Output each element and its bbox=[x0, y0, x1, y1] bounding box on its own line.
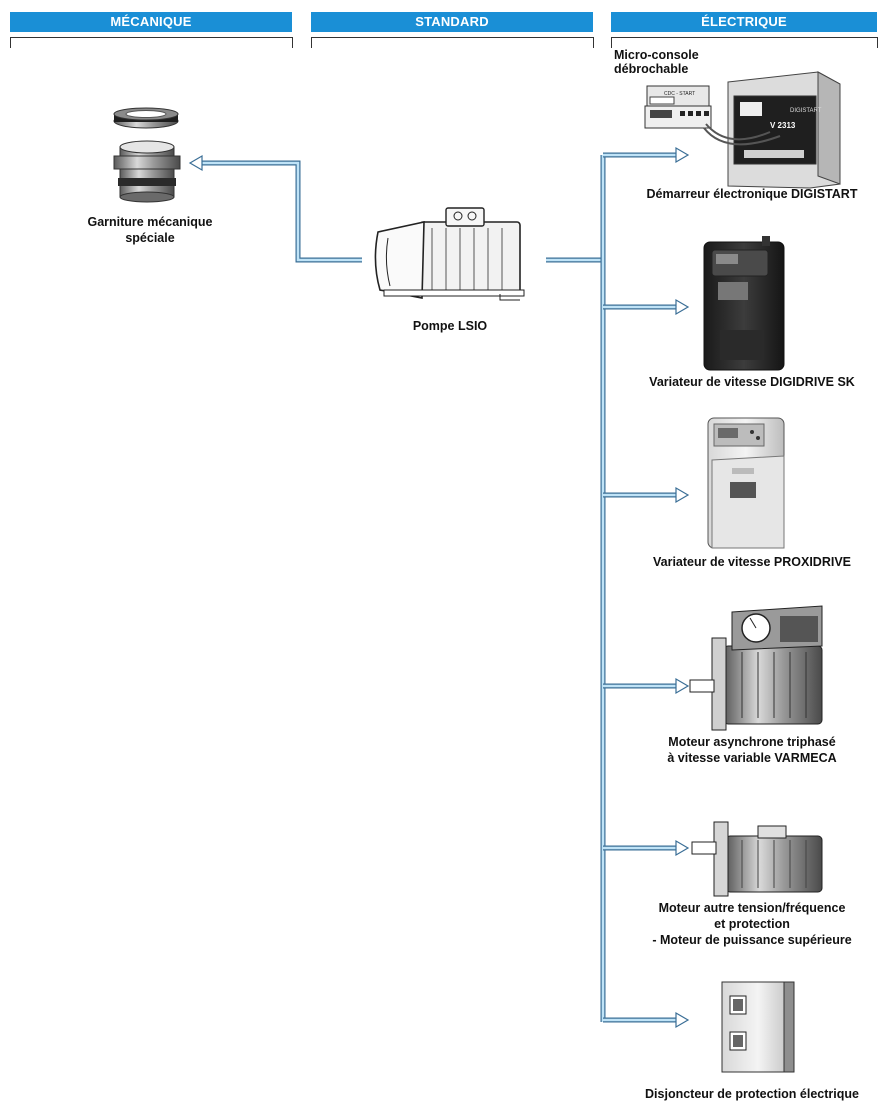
digidrive-label-line1: Variateur de vitesse DIGIDRIVE SK bbox=[649, 375, 855, 389]
console-label-line2: débrochable bbox=[614, 62, 689, 76]
digistart-brand-text: DIGISTART bbox=[790, 108, 822, 114]
connector-lines bbox=[188, 146, 690, 1029]
disjoncteur-label-line1: Disjoncteur de protection électrique bbox=[645, 1087, 859, 1101]
digidrive-label: Variateur de vitesse DIGIDRIVE SK bbox=[620, 374, 884, 390]
branch-proxidrive bbox=[603, 486, 690, 504]
mechanical-seal-image bbox=[113, 107, 181, 203]
console-label-line1: Micro-console bbox=[614, 48, 699, 62]
digidrive-image bbox=[703, 236, 785, 371]
digistart-image: DIGISTART V 2313 CDC - START bbox=[644, 71, 841, 189]
seal-label: Garniture mécanique spéciale bbox=[60, 214, 240, 246]
varmeca-image bbox=[689, 605, 823, 731]
header-mecanique: MÉCANIQUE bbox=[10, 12, 292, 32]
console-label: Micro-console débrochable bbox=[614, 48, 724, 76]
varmeca-label-line2: à vitesse variable VARMECA bbox=[667, 751, 837, 765]
seal-label-line2: spéciale bbox=[125, 231, 175, 245]
pump-label: Pompe LSIO bbox=[412, 319, 488, 333]
breaker-image bbox=[721, 981, 795, 1073]
moteur-label-line1: Moteur autre tension/fréquence bbox=[658, 901, 846, 915]
arrow-to-seal bbox=[188, 154, 203, 172]
disjoncteur-label: Disjoncteur de protection électrique bbox=[620, 1086, 884, 1102]
moteur-label-line3: - Moteur de puissance supérieure bbox=[652, 933, 852, 947]
digistart-label: Démarreur électronique DIGISTART bbox=[620, 186, 884, 202]
seal-label-line1: Garniture mécanique bbox=[87, 215, 213, 229]
bracket-electrique bbox=[611, 37, 878, 48]
bracket-mecanique bbox=[10, 37, 293, 48]
proxidrive-image bbox=[707, 417, 785, 549]
moteur-label-line2: et protection bbox=[714, 917, 790, 931]
digistart-model-text: V 2313 bbox=[770, 121, 796, 130]
pump-image bbox=[374, 207, 525, 301]
varmeca-label: Moteur asynchrone triphasé à vitesse var… bbox=[620, 734, 884, 766]
motor-image bbox=[691, 821, 823, 897]
header-electrique: ÉLECTRIQUE bbox=[611, 12, 877, 32]
proxidrive-label-line1: Variateur de vitesse PROXIDRIVE bbox=[652, 555, 851, 569]
proxidrive-label: Variateur de vitesse PROXIDRIVE bbox=[620, 554, 884, 570]
branch-moteur bbox=[603, 839, 690, 857]
header-standard: STANDARD bbox=[311, 12, 593, 32]
branch-varmeca bbox=[603, 677, 690, 695]
varmeca-label-line1: Moteur asynchrone triphasé bbox=[668, 735, 836, 749]
branch-disjoncteur bbox=[603, 1011, 690, 1029]
bracket-standard bbox=[311, 37, 594, 48]
digistart-label-line1: Démarreur électronique DIGISTART bbox=[646, 187, 858, 201]
console-text: CDC - START bbox=[664, 91, 695, 97]
moteur-label: Moteur autre tension/fréquence et protec… bbox=[620, 900, 884, 948]
branch-digistart bbox=[603, 146, 690, 164]
branch-digidrive bbox=[603, 298, 690, 316]
